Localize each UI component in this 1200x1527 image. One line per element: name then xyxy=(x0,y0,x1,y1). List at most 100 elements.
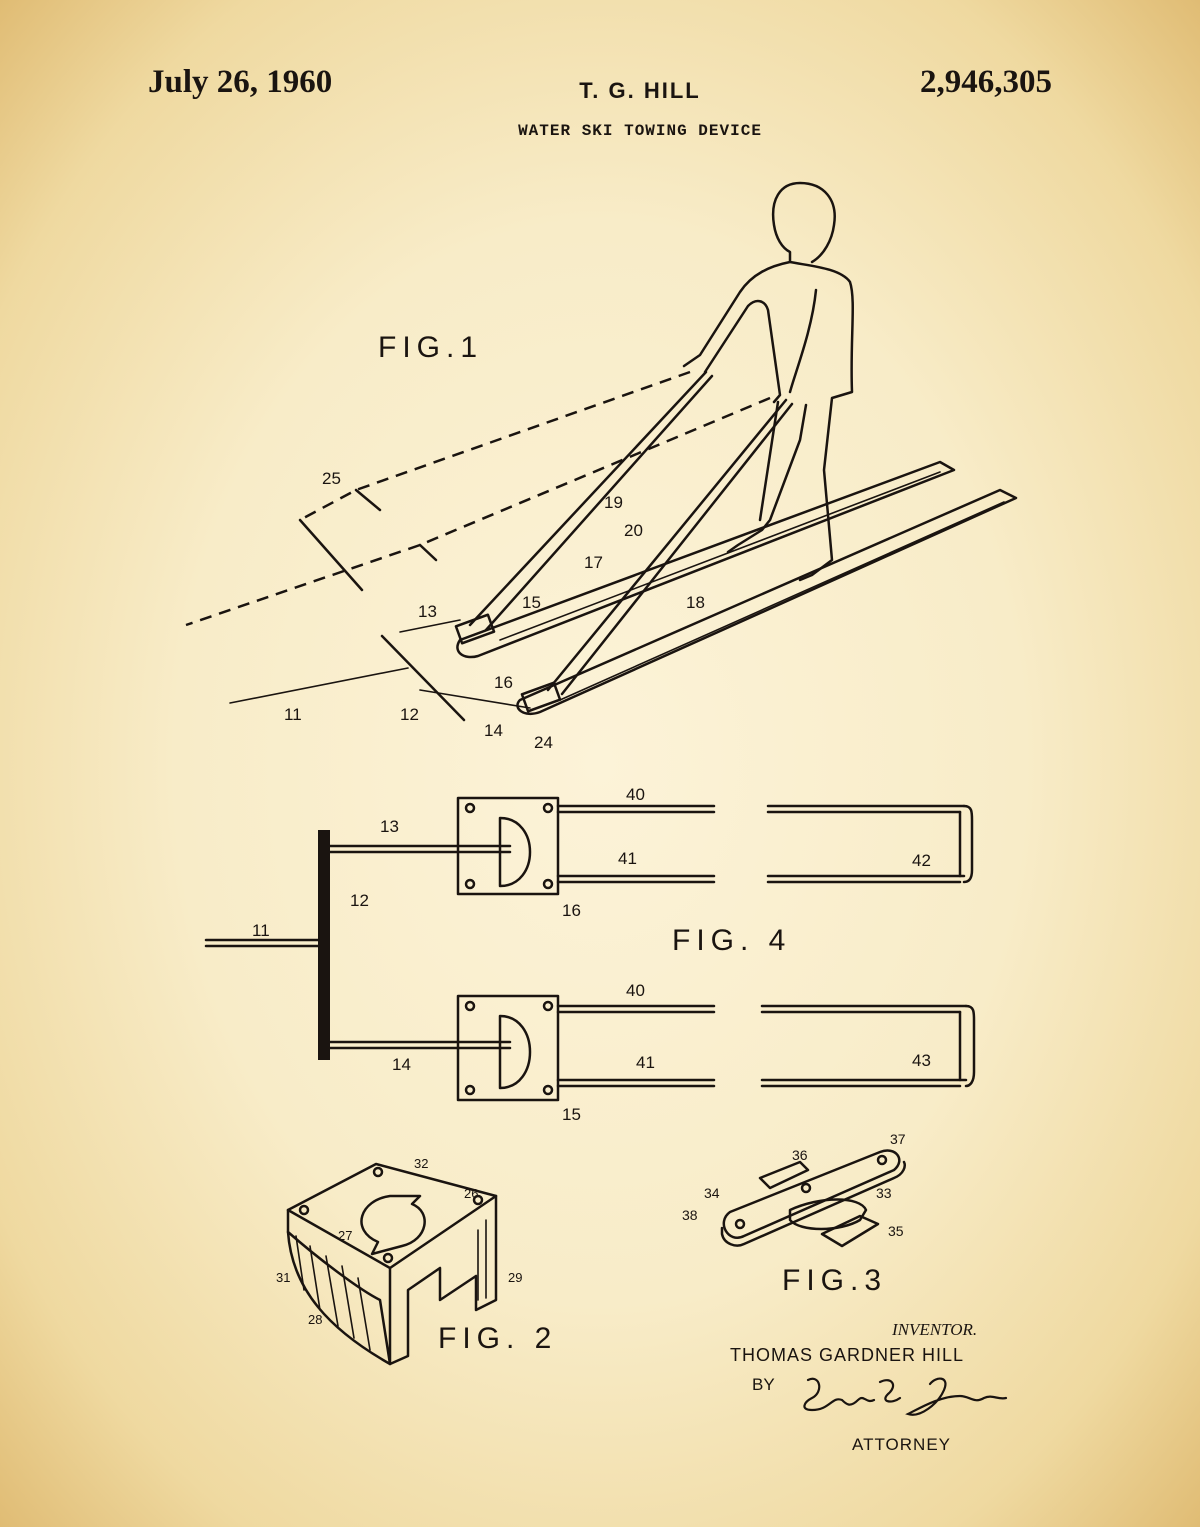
rail-41-lower xyxy=(556,1078,968,1088)
ref-25: 25 xyxy=(322,469,341,488)
tow-line-19 xyxy=(468,370,714,632)
ref-34: 34 xyxy=(704,1185,720,1201)
ref-17: 17 xyxy=(584,553,603,572)
patent-title: WATER SKI TOWING DEVICE xyxy=(518,122,762,140)
loop-43 xyxy=(958,1004,976,1088)
ski-left xyxy=(456,460,956,659)
screw xyxy=(542,1000,554,1012)
screw-hole xyxy=(298,1204,310,1216)
ref-19: 19 xyxy=(604,493,623,512)
screw-hole xyxy=(372,1166,384,1178)
binding-cup-lower xyxy=(498,1014,532,1090)
screw xyxy=(542,802,554,814)
ref-32: 32 xyxy=(414,1156,428,1171)
ski-right xyxy=(516,488,1018,716)
arm-14 xyxy=(328,1040,512,1050)
ref-11: 11 xyxy=(284,705,302,724)
ref-14: 14 xyxy=(484,721,503,740)
fig2-ref-numbers: 32 26 27 31 29 28 xyxy=(276,1156,522,1327)
fig1-ref-numbers: 25 19 20 17 15 13 18 16 11 12 14 24 xyxy=(284,469,705,752)
binding-block-curve xyxy=(286,1230,392,1366)
ref-12: 12 xyxy=(350,891,369,910)
dashed-line-upper xyxy=(299,370,691,522)
inventor-label: INVENTOR. xyxy=(892,1320,978,1339)
ref-28: 28 xyxy=(308,1312,322,1327)
ref-29: 29 xyxy=(508,1270,522,1285)
ref-36: 36 xyxy=(792,1147,808,1163)
ref-43: 43 xyxy=(912,1051,931,1070)
rivet xyxy=(800,1182,812,1194)
binding-cup-upper xyxy=(498,816,532,888)
fig4-ref-numbers: 40 13 41 42 12 16 11 40 14 43 41 15 xyxy=(252,785,931,1124)
plate-34 xyxy=(722,1149,901,1239)
attorney-label: ATTORNEY xyxy=(852,1435,951,1454)
clip-36 xyxy=(758,1160,810,1190)
ref-20: 20 xyxy=(624,521,643,540)
ref-18: 18 xyxy=(686,593,705,612)
fig1-label: FIG.1 xyxy=(378,331,483,364)
rope-11-plan xyxy=(204,938,320,948)
tow-line-20 xyxy=(546,398,794,696)
plate-34-edge xyxy=(720,1160,906,1247)
screw xyxy=(464,1084,476,1096)
base-33 xyxy=(788,1198,868,1231)
rail-40-lower xyxy=(556,1004,968,1014)
attorney-signature xyxy=(803,1377,1008,1416)
fig3-ref-numbers: 37 36 34 33 38 35 xyxy=(682,1131,906,1239)
keyhole-27 xyxy=(360,1194,426,1256)
screw xyxy=(542,878,554,890)
ref-24: 24 xyxy=(534,733,553,752)
skier-arm-right xyxy=(788,288,818,394)
ref-40: 40 xyxy=(626,981,645,1000)
ref-41: 41 xyxy=(618,849,637,868)
ref-11: 11 xyxy=(252,921,270,940)
inventor-name: THOMAS GARDNER HILL xyxy=(730,1345,965,1365)
rope-11 xyxy=(229,619,531,709)
screw xyxy=(464,802,476,814)
ref-40: 40 xyxy=(626,785,645,804)
patent-number: 2,946,305 xyxy=(920,64,1052,100)
ref-33: 33 xyxy=(876,1185,892,1201)
screw xyxy=(464,878,476,890)
rail-40-upper xyxy=(556,804,966,814)
ref-41: 41 xyxy=(636,1053,655,1072)
binding-plate-15 xyxy=(456,994,560,1102)
binding-block-front xyxy=(286,1194,498,1366)
skier-figure xyxy=(682,181,854,582)
fig2-label: FIG. 2 xyxy=(438,1322,557,1355)
strap-35 xyxy=(820,1214,880,1248)
ref-38: 38 xyxy=(682,1207,698,1223)
ref-31: 31 xyxy=(276,1270,290,1285)
loop-42 xyxy=(958,804,974,884)
fig4-label: FIG. 4 xyxy=(672,924,791,957)
fig3-label: FIG.3 xyxy=(782,1264,887,1297)
fig4-drawing: FIG. 4 xyxy=(204,785,976,1124)
binding-hatching xyxy=(295,1219,487,1351)
ref-42: 42 xyxy=(912,851,931,870)
ref-35: 35 xyxy=(888,1223,904,1239)
rivet-38 xyxy=(734,1218,746,1230)
screw xyxy=(464,1000,476,1012)
ref-26: 26 xyxy=(464,1186,478,1201)
tow-bar-12-plan xyxy=(318,830,330,1060)
fig3-drawing: FIG.3 37 36 34 33 38 35 xyxy=(682,1131,906,1297)
rail-41-upper xyxy=(556,874,966,884)
binding-block-top xyxy=(286,1162,498,1270)
ref-13: 13 xyxy=(380,817,399,836)
dashed-line-lower xyxy=(185,396,771,627)
crossbar-25 xyxy=(298,488,438,592)
ref-15: 15 xyxy=(562,1105,581,1124)
screw-hole xyxy=(472,1194,484,1206)
fig2-drawing: FIG. 2 32 26 27 31 29 28 xyxy=(276,1156,557,1366)
by-label: BY xyxy=(752,1375,775,1394)
patent-date: July 26, 1960 xyxy=(148,64,333,100)
binding-block-16 xyxy=(520,681,562,713)
arm-13 xyxy=(328,844,512,854)
ref-14: 14 xyxy=(392,1055,411,1074)
ref-13: 13 xyxy=(418,602,437,621)
ref-37: 37 xyxy=(890,1131,906,1147)
ref-16: 16 xyxy=(494,673,513,692)
binding-block-15 xyxy=(454,613,496,645)
